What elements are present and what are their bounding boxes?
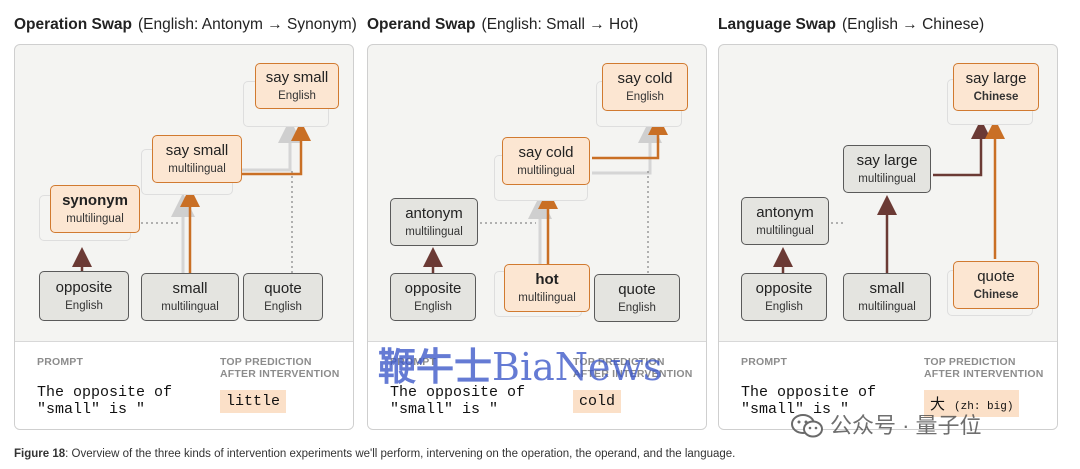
prediction-value: little [220, 390, 287, 413]
prediction-value: 大 (zh: big) [924, 390, 1020, 417]
diagram-connectors [72, 119, 311, 273]
wechat-watermark: 公众号 · 量子位 [790, 413, 982, 439]
biannews-watermark: 鞭牛士BiaNews [378, 344, 663, 389]
prompt-text: The opposite of "small" is " [741, 384, 877, 418]
panel-title-operand-swap: Operand Swap(English: Small → Hot) [367, 16, 639, 33]
figure-caption: Figure 18: Overview of the three kinds o… [14, 448, 736, 460]
wechat-icon [791, 414, 823, 438]
prediction-value: cold [573, 390, 622, 413]
prompt-label: PROMPT [37, 356, 84, 368]
diagram-connectors [423, 115, 668, 273]
prompt-text: The opposite of "small" is " [37, 384, 173, 418]
prompt-label: PROMPT [741, 356, 788, 368]
diagram-connectors [773, 119, 1005, 273]
prompt-text: The opposite of "small" is " [390, 384, 526, 418]
prompt-label: PROMPT [390, 356, 437, 368]
panel-title-operation-swap: Operation Swap(English: Antonym → Synony… [14, 16, 357, 33]
panel-title-language-swap: Language Swap(English → Chinese) [718, 16, 985, 33]
